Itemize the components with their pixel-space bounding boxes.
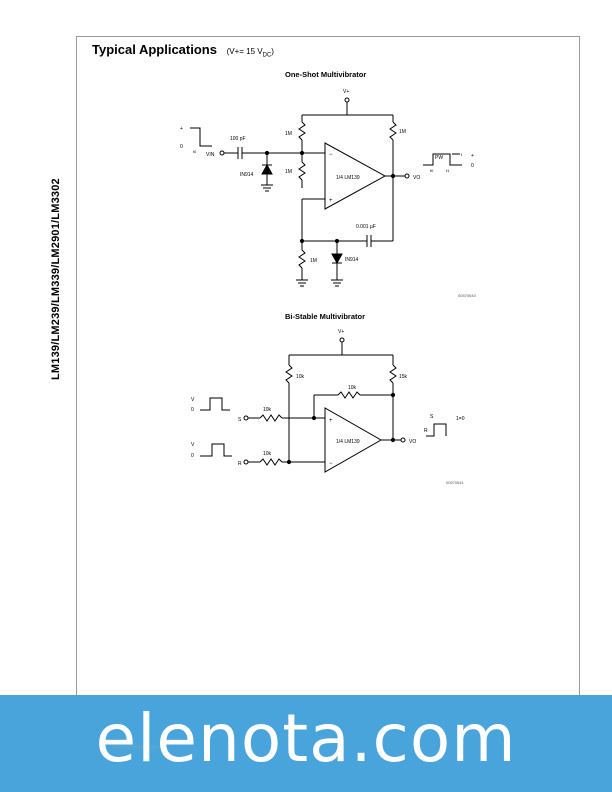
output-wave-zero: 0 [471,163,474,169]
bistable-circuit: V+ 10k 15k 10k S 10k R 10k [191,329,465,473]
vplus-terminal-2 [339,337,345,343]
r-fb-label: 10k [348,385,357,391]
out-level-label: 1=0 [456,416,465,422]
opamp-2 [324,407,383,473]
diode-in-label: IN914 [240,172,254,178]
cap-in-label: 100 pF [230,136,246,142]
r-waveform [200,443,232,457]
r-top-label-2: 10k [296,374,305,380]
opamp-1 [324,142,387,210]
figure2-title: Bi-Stable Multivibrator [285,312,366,321]
vin-terminal [219,150,225,156]
diode-fb-label: IN914 [345,257,359,263]
opamp1-minus: − [329,152,333,158]
r-bias-label-1: 1M [285,169,292,175]
vplus-label-2: V+ [338,329,344,335]
opamp2-label: 1/4 LM139 [336,439,360,445]
vplus-terminal-1 [344,97,350,103]
section-title: Typical Applications (V+= 15 VDC) [92,42,274,59]
output-wave-t1: t1 [446,168,450,173]
vin-label: VIN [206,152,215,158]
supply-condition-sub: DC [262,52,272,59]
output-wave-plus: + [471,153,474,159]
pw-label: PW [435,155,443,161]
input-wave-t0: t0 [193,149,197,154]
r-gnd-label: 1M [310,258,317,264]
input-wave-plus: + [180,126,183,132]
watermark-text: elenota.com [95,700,517,777]
r-s-label: 10k [263,407,272,413]
figure1-title: One-Shot Multivibrator [285,70,367,79]
output-wave-t0: t0 [430,168,434,173]
section-title-text: Typical Applications [92,42,217,57]
r-terminal [243,459,249,465]
r-top-label-1: 1M [285,131,292,137]
output-waveform-2 [426,423,447,437]
supply-condition: (V+= 15 VDC) [226,47,274,59]
supply-condition-prefix: (V+= 15 V [226,47,263,56]
input-waveform [190,127,212,147]
s-terminal [243,415,249,421]
s-label: S [238,417,242,423]
out-r-label: R [424,428,428,434]
s-wave-zero: 0 [191,407,194,413]
s-waveform [200,397,230,411]
footer-link[interactable]: www.national.com [110,745,159,751]
r-label: R [238,461,242,467]
input-wave-zero: 0 [180,144,183,150]
vo-label-1: VO [413,175,420,181]
opamp1-plus: + [329,198,333,204]
r-out-label-1: 1M [399,129,406,135]
opamp2-minus: − [329,461,333,467]
out-s-label: S [430,414,434,420]
output-waveform [423,153,462,166]
opamp2-plus: + [329,418,333,424]
vplus-label-1: V+ [343,89,349,95]
r-wave-zero: 0 [191,453,194,459]
page-frame [76,36,580,737]
vo-label-2: VO [409,439,416,445]
figure2-number: 00570641 [446,480,464,485]
watermark-banner [0,695,612,792]
r-r-label: 10k [263,451,272,457]
figure1-number: 00570640 [458,293,476,298]
s-wave-v: V [191,397,195,403]
one-shot-circuit: V+ 1M 1M 1M VIN 100 pF IN914 [180,89,474,287]
supply-condition-suffix: ) [271,47,274,56]
cap-fb-label: 0.001 µF [356,224,376,230]
opamp1-label: 1/4 LM139 [336,175,360,181]
output-wave-t: t [461,152,463,157]
r-out-label-2: 15k [399,374,408,380]
r-wave-v: V [191,442,195,448]
